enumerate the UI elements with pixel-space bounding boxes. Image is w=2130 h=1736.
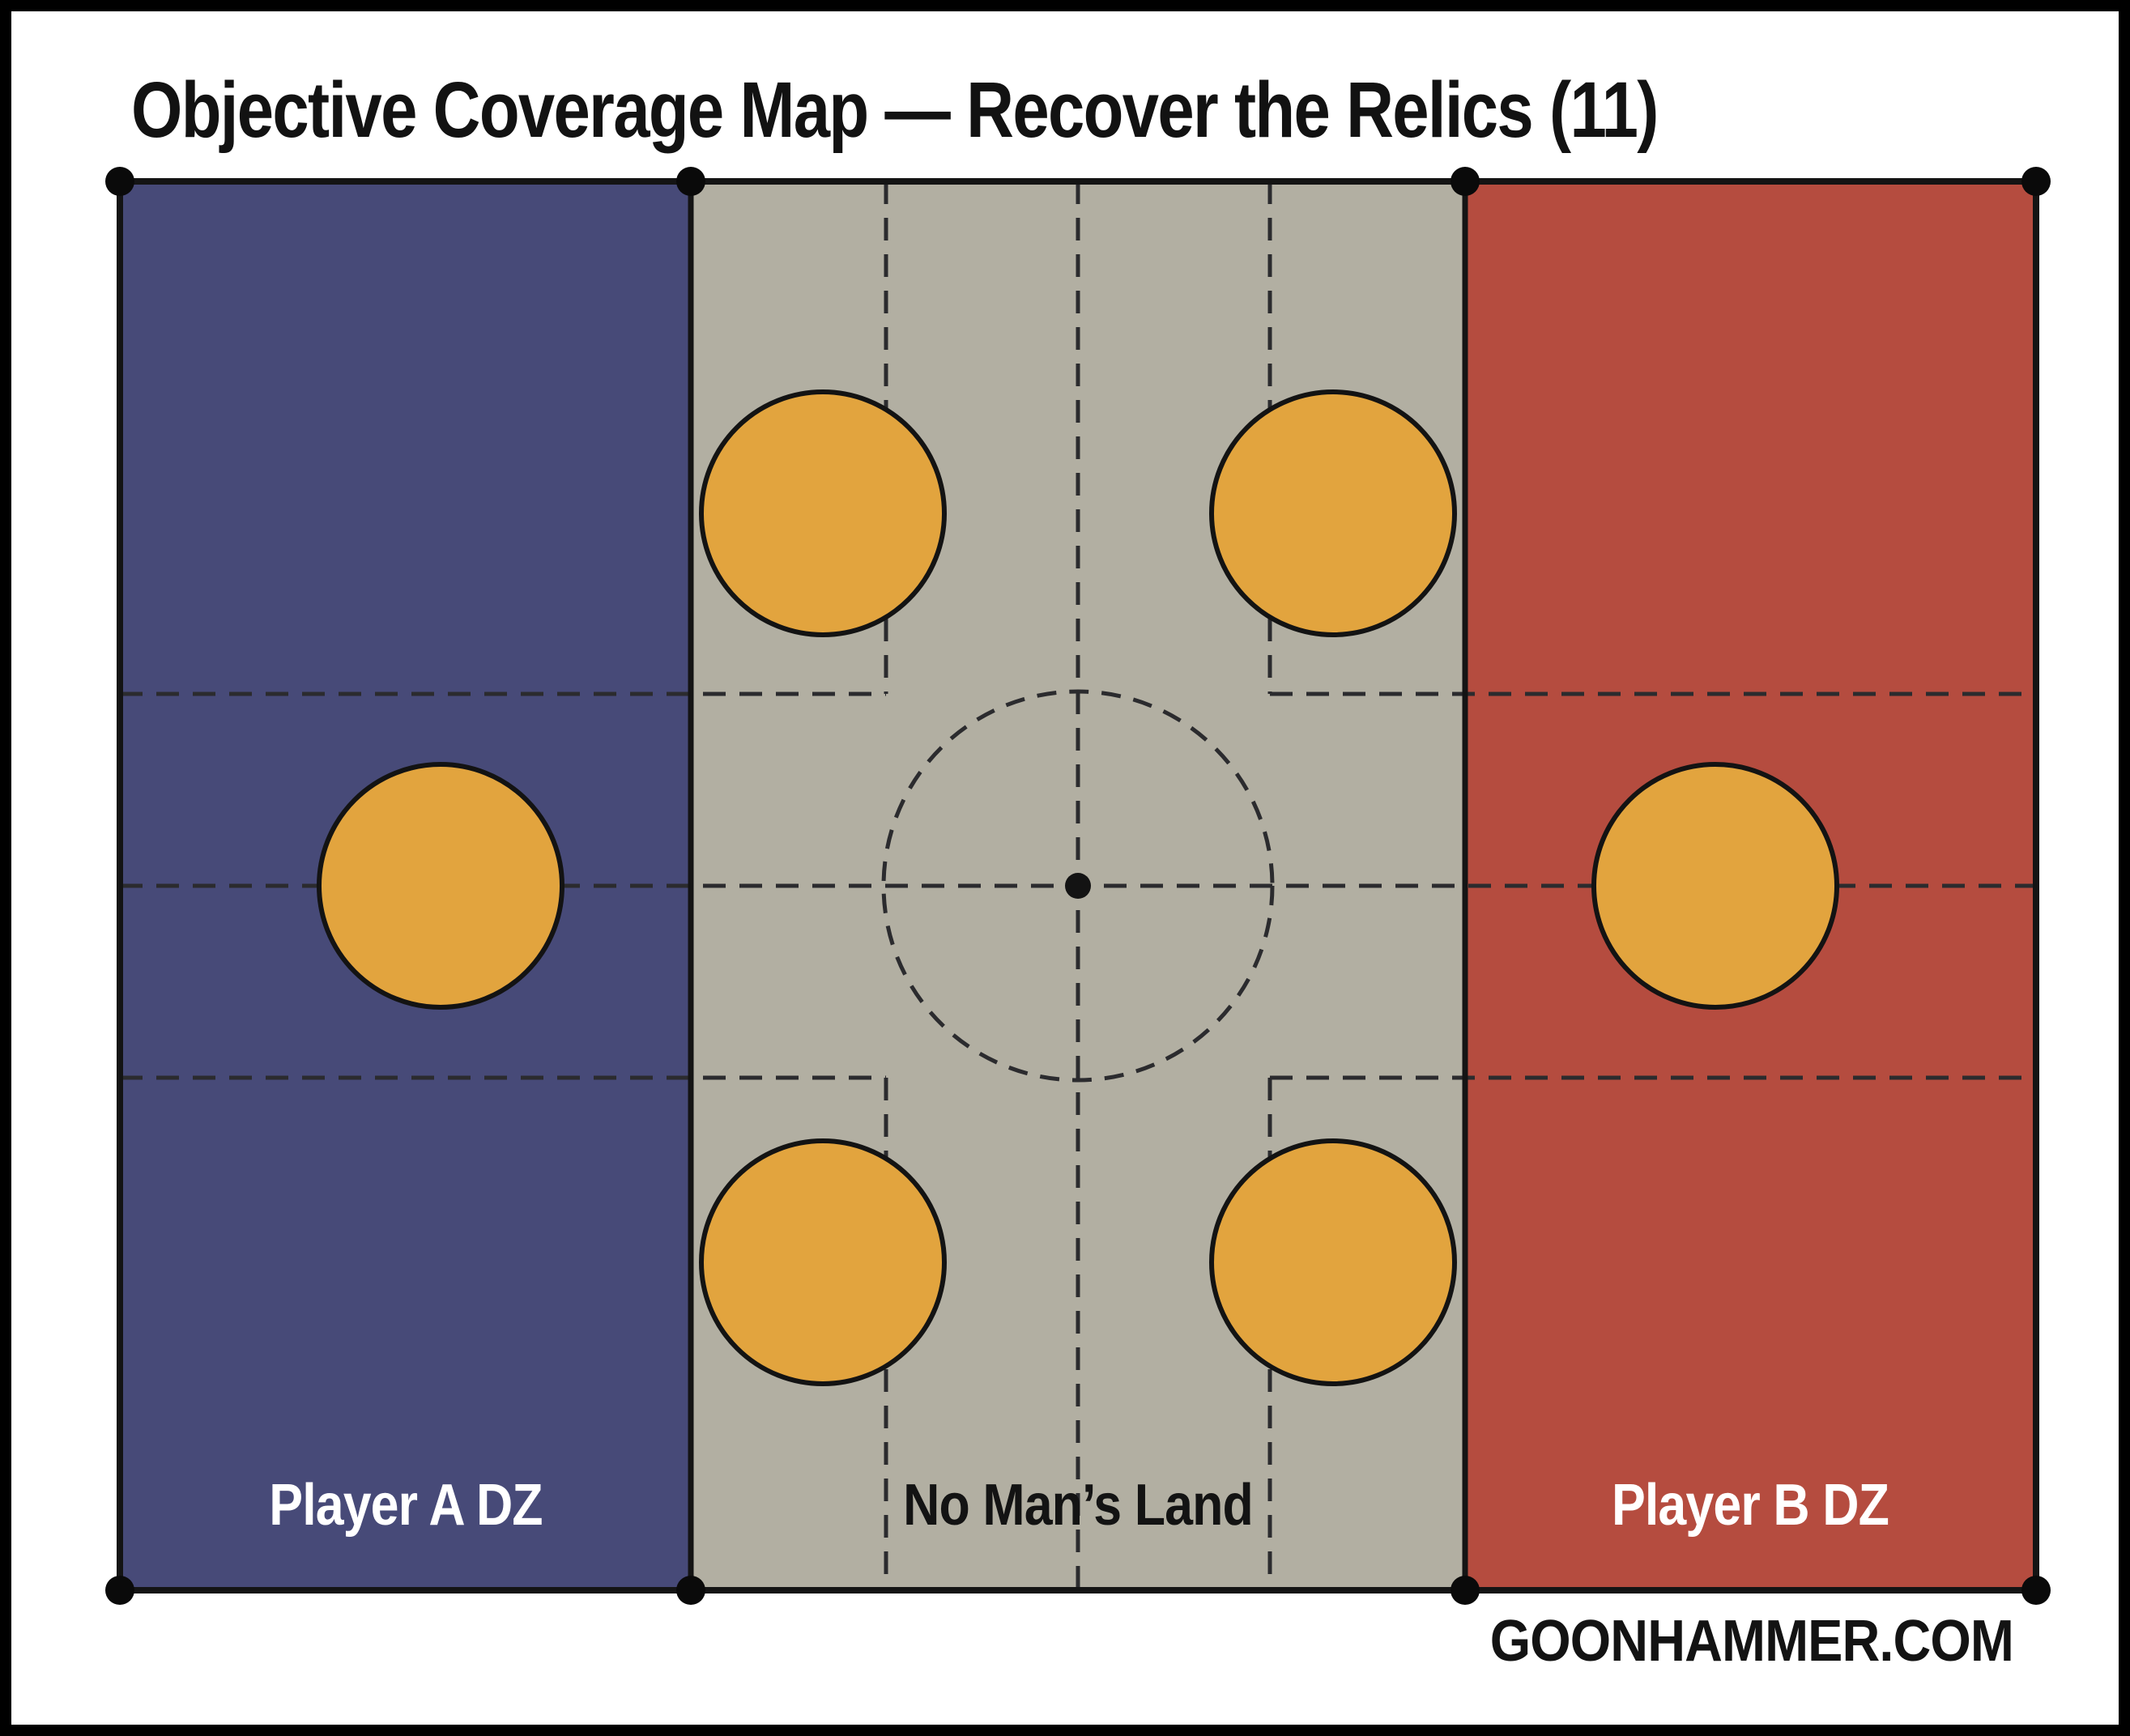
nml-top-left-objective [699,389,947,637]
zone-label-player-a: Player A DZ [269,1473,543,1538]
watermark-text: GOONHAMMER.COM [1489,1609,2014,1674]
nml-top-right-objective [1209,389,1457,637]
player-a-objective [317,762,564,1010]
board-outline [117,178,2039,1593]
objective-markers [317,389,1839,1386]
nml-bottom-right-objective [1209,1138,1457,1386]
board-center-dot [1065,873,1091,899]
zone-boundaries [688,181,1468,1590]
board-map [105,167,2051,1605]
center-range-circle [881,689,1275,1083]
zone-label-player-b: Player B DZ [1611,1473,1889,1538]
board-node-dots [105,167,2051,1605]
nml-bottom-left-objective [699,1138,947,1386]
page-title: Objective Coverage Map — Recover the Rel… [131,66,1659,154]
player-b-objective [1591,762,1839,1010]
zone-label-no-mans-land: No Man’s Land [903,1473,1254,1538]
